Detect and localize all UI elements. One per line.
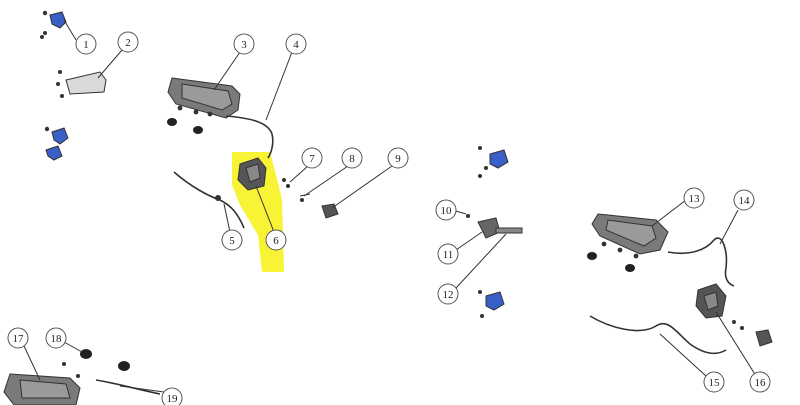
callout-circle [301,147,323,169]
callout-number: 3 [241,39,247,51]
part-18-grommets [62,349,130,378]
callout-circle [703,371,725,393]
callout-16: 16 [749,371,771,393]
callout-number: 15 [709,377,721,389]
callout-circle [221,229,243,251]
callout-circle [733,189,755,211]
part-14-cable [667,237,735,287]
callout-circle [437,283,459,305]
callout-circle [75,33,97,55]
callout-8: 8 [341,147,363,169]
callout-number: 6 [273,235,279,247]
part-7-screws [282,178,290,188]
part-2-plate [56,70,107,98]
callout-6: 6 [265,229,287,251]
callout-number: 8 [349,153,355,165]
callout-number: 5 [229,235,235,247]
callout-circle [749,371,771,393]
part-1-bracket-bottom [44,126,69,161]
callout-number: 17 [13,333,25,345]
callout-18: 18 [45,327,67,349]
callout-1: 1 [75,33,97,55]
part-13-handle [587,213,669,272]
part-4-cable [225,115,274,159]
callout-circle [341,147,363,169]
part-1-bracket-top [40,10,67,39]
callout-14: 14 [733,189,755,211]
callout-4: 4 [285,33,307,55]
callout-17: 17 [7,327,29,349]
callout-19: 19 [161,387,183,405]
callout-15: 15 [703,371,725,393]
callout-circle [233,33,255,55]
callout-circle [45,327,67,349]
callout-circle [117,31,139,53]
callout-10: 10 [435,199,457,221]
part-11-door-check [466,214,523,239]
callout-number: 14 [739,195,751,207]
callout-3: 3 [233,33,255,55]
part-6-door-latch [237,157,267,191]
part-17-handle [3,373,81,405]
part-15-cable [589,315,727,355]
callout-circle [7,327,29,349]
part-16-door-latch [695,283,773,347]
callout-5: 5 [221,229,243,251]
callout-7: 7 [301,147,323,169]
callout-number: 12 [443,289,454,301]
callout-number: 16 [755,377,767,389]
callout-number: 10 [441,205,453,217]
callout-12: 12 [437,283,459,305]
callout-number: 9 [395,153,401,165]
callout-circle [683,187,705,209]
callout-11: 11 [437,243,459,265]
callout-circle [437,243,459,265]
callout-circle [265,229,287,251]
leader-lines [23,19,757,393]
callout-circle [435,199,457,221]
callout-circle [387,147,409,169]
callout-circle [161,387,183,405]
callout-9: 9 [387,147,409,169]
callout-number: 7 [309,153,315,165]
callout-13: 13 [683,187,705,209]
callout-number: 18 [51,333,63,345]
callout-number: 11 [443,249,454,261]
part-3-handle [167,77,241,134]
callout-circle [285,33,307,55]
callout-number: 1 [83,39,89,51]
callout-number: 13 [689,193,701,205]
callout-2: 2 [117,31,139,53]
rear-bracket-top [478,146,509,178]
part-9-lock-knob [321,203,339,219]
rear-bracket-bottom [478,290,505,318]
callout-number: 4 [293,39,299,51]
callout-number: 2 [125,37,131,49]
part-5-clip [215,195,221,201]
callout-number: 19 [167,393,179,405]
